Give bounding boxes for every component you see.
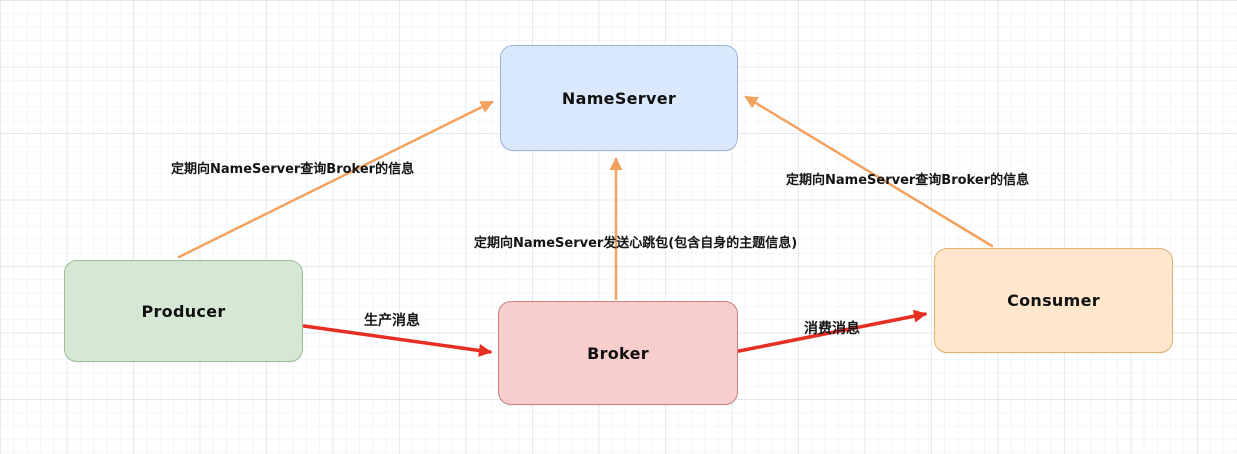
edge-label-broker-to-nameserver: 定期向NameServer发送心跳包(包含自身的主题信息) <box>474 236 798 251</box>
edge-label-consumer-to-nameserver: 定期向NameServer查询Broker的信息 <box>786 173 1030 188</box>
node-producer: Producer <box>64 260 303 362</box>
node-nameserver-label: NameServer <box>561 88 677 108</box>
node-broker-label: Broker <box>587 343 649 363</box>
edge-label-broker-to-consumer: 消费消息 <box>804 321 860 337</box>
node-consumer-label: Consumer <box>1007 291 1100 310</box>
node-broker: Broker <box>498 301 738 405</box>
edge-label-producer-to-broker: 生产消息 <box>364 313 420 329</box>
node-consumer: Consumer <box>934 248 1173 353</box>
node-nameserver: NameServer <box>500 45 738 151</box>
node-producer-label: Producer <box>141 301 226 321</box>
edge-label-producer-to-nameserver: 定期向NameServer查询Broker的信息 <box>171 162 415 177</box>
edge-producer-to-nameserver <box>177 100 494 259</box>
